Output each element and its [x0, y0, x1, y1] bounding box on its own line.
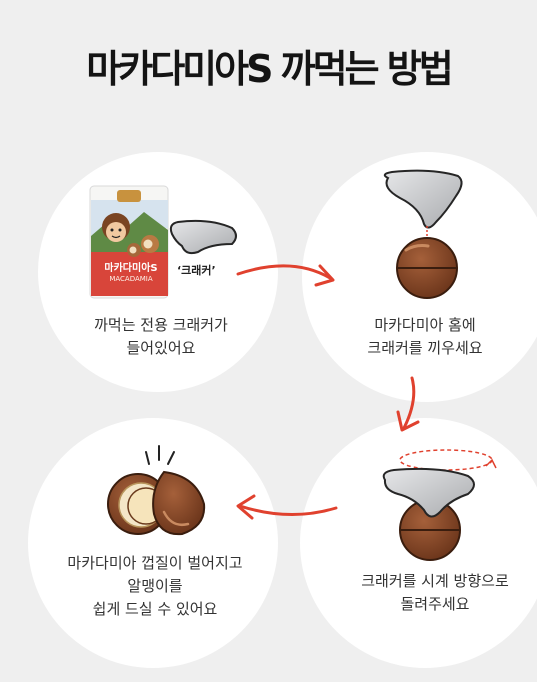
arrow-step4-to-step3	[236, 494, 338, 520]
step-4-line-2: 돌려주세요	[400, 595, 470, 613]
step-4-caption: 크래커를 시계 방향으로 돌려주세요	[330, 570, 537, 616]
bag-brand-label: 마카다미아S MACADAMIA	[99, 264, 163, 283]
step-1-line-1: 까먹는 전용 크래커가	[94, 316, 228, 334]
step-2-line-2: 크래커를 끼우세요	[367, 339, 483, 357]
product-bag-icon	[89, 185, 169, 299]
step-2-line-1: 마카다미아 홈에	[374, 316, 476, 334]
cracker-into-nut-icon	[383, 169, 463, 299]
step-3-line-2: 알맹이를	[127, 577, 183, 595]
step-1-line-2: 들어있어요	[126, 339, 196, 357]
cracker-tool-icon	[169, 219, 237, 255]
page-title: 마카다미아S 까먹는 방법	[86, 47, 453, 91]
step-2-caption: 마카다미아 홈에 크래커를 끼우세요	[330, 314, 520, 360]
rotate-cracker-icon	[382, 449, 497, 561]
arrow-step2-to-step4	[396, 376, 420, 432]
step-1-caption: 까먹는 전용 크래커가 들어있어요	[56, 314, 266, 360]
step-3-line-3: 쉽게 드실 수 있어요	[92, 600, 218, 618]
cracker-label: ‘크래커’	[177, 264, 216, 277]
cracked-nut-icon	[107, 445, 206, 536]
arrow-step1-to-step2	[236, 264, 335, 287]
bag-brand-english: MACADAMIA	[109, 275, 153, 283]
step-4-line-1: 크래커를 시계 방향으로	[361, 572, 509, 590]
step-3-caption: 마카다미아 껍질이 벌어지고 알맹이를 쉽게 드실 수 있어요	[43, 552, 267, 621]
step-3-line-1: 마카다미아 껍질이 벌어지고	[67, 554, 243, 572]
step-3-circle	[28, 418, 278, 668]
bag-brand-korean: 마카다미아S	[104, 263, 158, 274]
